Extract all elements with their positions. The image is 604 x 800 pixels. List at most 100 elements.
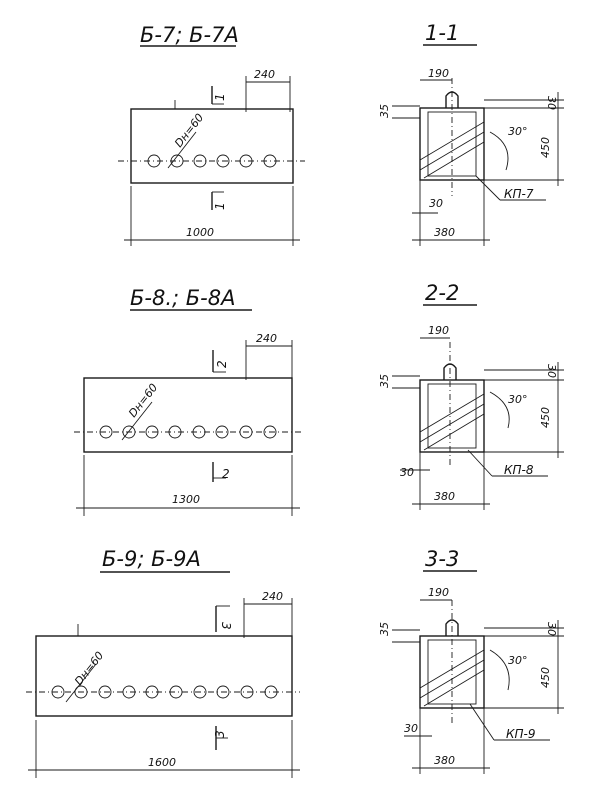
dim-top-offset: 35 [378, 104, 391, 118]
dim-base-width: 380 [434, 754, 455, 767]
hole [239, 154, 253, 168]
section-title: 3-3 [425, 547, 459, 571]
hole [147, 154, 161, 168]
dim-height: 450 [539, 137, 552, 158]
view-b8: Б-8.; Б-8А Dн=60 2 2 240 1300 [74, 286, 302, 516]
dim-base-width: 380 [434, 490, 455, 503]
hatch-line [419, 659, 485, 699]
dim-length-label: 1600 [148, 756, 176, 769]
hatch-line [419, 649, 485, 689]
dim-height: 450 [539, 407, 552, 428]
hatch-line [423, 141, 485, 179]
hole [99, 425, 113, 439]
hatch-line [419, 393, 485, 433]
view-title: Б-7; Б-7А [140, 23, 239, 47]
dim-bottom-offset: 30 [429, 197, 443, 210]
section-title: 2-2 [425, 281, 459, 305]
dim-top-width: 190 [428, 586, 449, 599]
hole [192, 425, 206, 439]
section-2-2: 2-2 30° 190 35 30 450 30 380 КП-8 [378, 281, 564, 510]
part-label: КП-7 [504, 187, 534, 201]
section-inner [427, 383, 477, 449]
cut-label-bottom: 2 [222, 467, 230, 481]
cut-label-bottom: 3 [213, 730, 227, 738]
hole [145, 425, 159, 439]
diameter-label: Dн=60 [126, 381, 160, 420]
dim-top-right: 30 [545, 364, 558, 378]
dim-length-label: 1300 [172, 493, 200, 506]
hole [168, 425, 182, 439]
dim-length-label: 1000 [186, 226, 214, 239]
hole-row [51, 685, 278, 699]
angle-label: 30° [508, 654, 528, 667]
section-title: 1-1 [425, 21, 459, 45]
hole-row [147, 154, 277, 168]
dim-top-width: 190 [428, 67, 449, 80]
lifting-loop [445, 619, 459, 636]
cut-label-bottom: 1 [213, 202, 227, 210]
dim-top-right: 30 [545, 622, 558, 636]
part-label: КП-9 [506, 727, 536, 741]
hole [169, 685, 183, 699]
hole [193, 154, 207, 168]
beam-outline [35, 635, 293, 717]
hole [145, 685, 159, 699]
section-inner [427, 111, 477, 177]
dim-bottom-offset: 30 [404, 722, 418, 735]
angle-arc [489, 131, 509, 171]
leader-line [475, 175, 501, 201]
hole [74, 685, 88, 699]
hatch-line [423, 669, 485, 707]
hole [216, 685, 230, 699]
cut-label-top: 1 [213, 93, 227, 101]
leader-line [121, 401, 153, 441]
angle-arc [489, 391, 510, 429]
hole [240, 685, 254, 699]
hole [170, 154, 184, 168]
dim-height: 450 [539, 667, 552, 688]
hole [122, 685, 136, 699]
diameter-label: Dн=60 [172, 111, 206, 150]
angle-arc [489, 649, 510, 691]
dim-base-width: 380 [434, 226, 455, 239]
beam-outline [130, 108, 294, 184]
angle-label: 30° [508, 125, 528, 138]
dim-width-label: 240 [256, 332, 277, 345]
diameter-label: Dн=60 [72, 649, 106, 688]
dim-top-width: 190 [428, 324, 449, 337]
dim-bottom-offset: 30 [400, 466, 414, 479]
hatch-line [419, 121, 485, 161]
beam-outline [83, 377, 293, 453]
section-outline [419, 635, 485, 709]
dim-width-label: 240 [262, 590, 283, 603]
hatch-line [423, 413, 485, 451]
view-title: Б-8.; Б-8А [130, 286, 235, 310]
dim-width-label: 240 [254, 68, 275, 81]
leader-line [467, 449, 493, 477]
view-title: Б-9; Б-9А [102, 547, 201, 571]
hatch-line [419, 403, 485, 443]
hole [263, 425, 277, 439]
cut-label-top: 3 [219, 622, 233, 630]
leader-line [469, 703, 495, 741]
cut-label-top: 2 [215, 360, 229, 368]
angle-label: 30° [508, 393, 528, 406]
hole [264, 685, 278, 699]
leader-line [65, 663, 97, 703]
hole [215, 425, 229, 439]
leader-line [167, 131, 197, 169]
section-3-3: 3-3 30° 190 35 30 450 30 380 КП-9 [378, 547, 564, 774]
hole [98, 685, 112, 699]
hatch-line [419, 131, 485, 171]
hole [51, 685, 65, 699]
hole-row [99, 425, 277, 439]
dim-top-offset: 35 [378, 622, 391, 636]
view-b7: Б-7; Б-7А Dн=60 1 1 240 1000 [118, 23, 305, 246]
section-1-1: 1-1 30° 190 35 30 450 30 380 КП-7 [378, 21, 564, 246]
part-label: КП-8 [504, 463, 534, 477]
view-b9: Б-9; Б-9А Dн=60 3 3 240 1 [26, 547, 300, 778]
hole [122, 425, 136, 439]
dim-top-offset: 35 [378, 374, 391, 388]
